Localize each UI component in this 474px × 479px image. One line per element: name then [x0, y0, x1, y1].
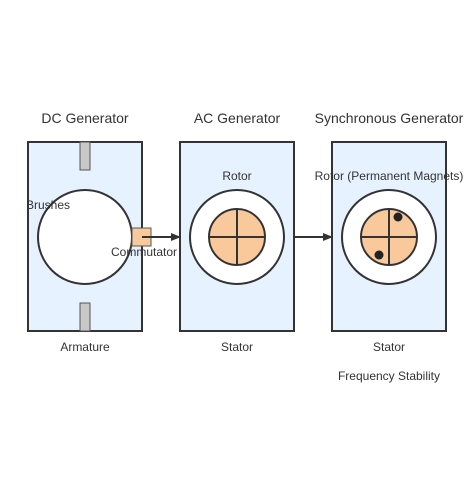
permanent-magnet-south [374, 250, 384, 260]
sync-stator-label: Stator [373, 340, 405, 354]
sync-rotor-label: Rotor (Permanent Magnets) [315, 169, 464, 183]
synchronous-generator-title: Synchronous Generator [315, 110, 464, 126]
ac-stator-label: Stator [221, 340, 253, 354]
bottom-brush [79, 302, 91, 332]
synchronous-generator-panel: Synchronous Generator Rotor (Permanent M… [315, 110, 464, 383]
permanent-magnet-north [393, 212, 403, 222]
dc-generator-title: DC Generator [41, 110, 128, 126]
ac-rotor-label: Rotor [222, 169, 251, 183]
ac-generator-panel: AC Generator Rotor Stator [179, 110, 295, 354]
armature-label: Armature [60, 340, 110, 354]
brushes-label: Brushes [26, 198, 70, 212]
commutator-label: Commutator [111, 245, 177, 259]
top-brush [79, 141, 91, 171]
ac-generator-title: AC Generator [194, 110, 281, 126]
dc-generator-panel: DC Generator Brushes Commutator Armature [26, 110, 177, 354]
frequency-stability-label: Frequency Stability [338, 369, 440, 383]
